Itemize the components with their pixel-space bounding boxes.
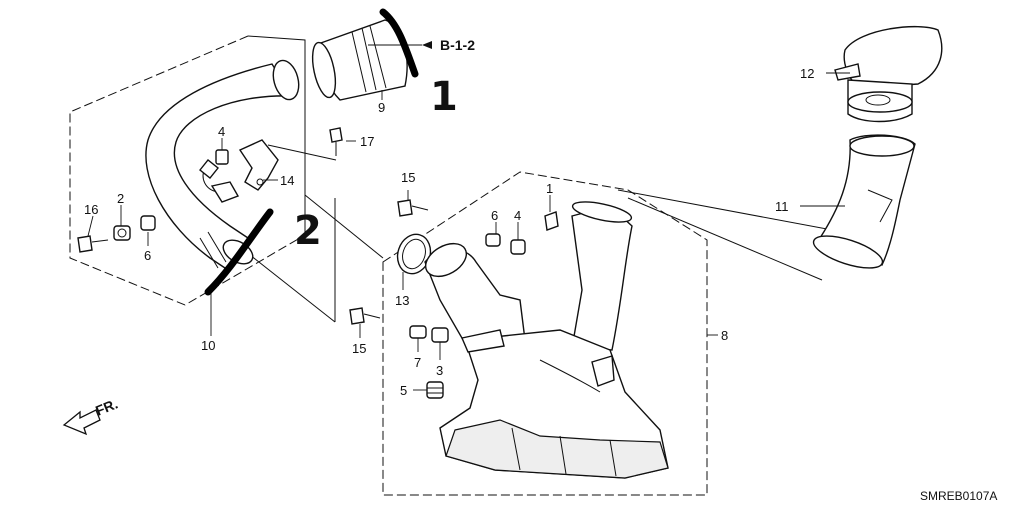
part-11-lower-duct (812, 134, 916, 269)
part-1-clip (544, 211, 559, 231)
left-group-frame (69, 35, 306, 306)
main-group-frame (382, 171, 708, 496)
part-4-grommet-left (215, 149, 229, 165)
reference-label: B-1-2 (440, 37, 475, 53)
part-8-air-box (424, 201, 669, 479)
callout-6-right: 6 (491, 208, 498, 223)
handwritten-number-2: 2 (294, 208, 322, 254)
part-10-intake-hose (145, 59, 300, 271)
part-17-bolt (329, 127, 343, 156)
callout-14: 14 (280, 173, 294, 188)
part-6-collar-left (140, 215, 156, 231)
callout-12: 12 (800, 66, 814, 81)
callout-9: 9 (378, 100, 385, 115)
leader-lines (87, 44, 850, 391)
handwritten-number-1: 1 (430, 74, 458, 120)
callout-17: 17 (360, 134, 374, 149)
callout-3: 3 (436, 363, 443, 378)
callout-4-left: 4 (218, 124, 225, 139)
callout-16: 16 (84, 202, 98, 217)
callout-2: 2 (117, 191, 124, 206)
part-7-collar (409, 325, 427, 339)
reference-arrow: B-1-2 (422, 37, 475, 53)
part-3-grommet (431, 327, 449, 343)
part-2-grommet (113, 225, 131, 241)
direction-label: FR. (93, 395, 120, 418)
callout-7: 7 (414, 355, 421, 370)
callout-15-lower: 15 (352, 341, 366, 356)
callout-6-left: 6 (144, 248, 151, 263)
part-16-bolt (77, 235, 109, 253)
callout-13: 13 (395, 293, 409, 308)
part-14-bracket (199, 139, 279, 203)
callout-5: 5 (400, 383, 407, 398)
callout-4-right: 4 (514, 208, 521, 223)
part-6-collar-right (485, 233, 501, 247)
diagram-code: SMREB0107A (920, 489, 997, 503)
part-15-bolt-upper (397, 199, 429, 217)
group-connector-lines (249, 189, 844, 323)
callout-8: 8 (721, 328, 728, 343)
part-12-upper-duct (834, 25, 943, 123)
callout-11: 11 (775, 199, 789, 214)
part-5-grommet (426, 381, 444, 399)
front-direction-arrow: FR. (62, 395, 120, 436)
callout-1: 1 (546, 181, 553, 196)
part-9-resonator-tube (311, 19, 408, 101)
callout-10: 10 (201, 338, 215, 353)
marker-annotations (204, 8, 419, 296)
callout-15-upper: 15 (401, 170, 415, 185)
part-15-bolt-lower (349, 307, 381, 325)
part-4-grommet-right (510, 239, 526, 255)
